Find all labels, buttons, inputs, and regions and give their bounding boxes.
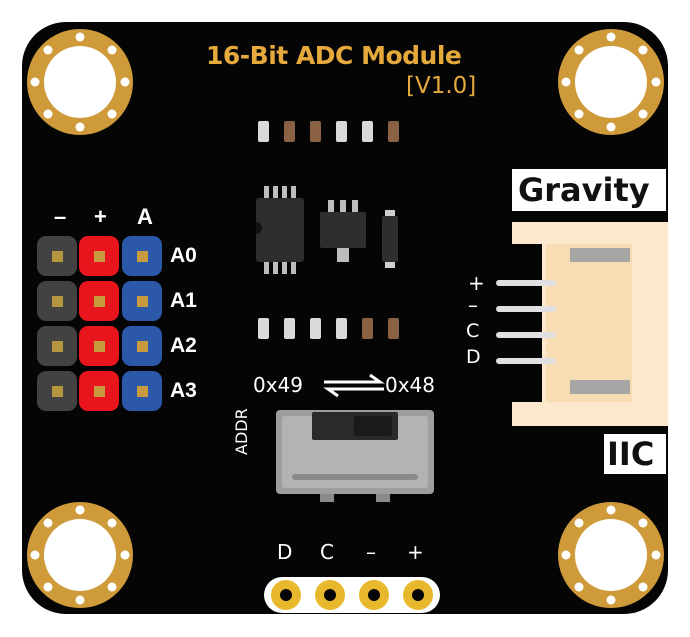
pin-signal-a0	[122, 236, 162, 276]
pin-vcc-a0	[79, 236, 119, 276]
pin-vcc-a2	[79, 326, 119, 366]
pin-vcc-a3	[79, 371, 119, 411]
address-left-label: 0x49	[253, 373, 304, 397]
adc-chip-icon	[256, 186, 398, 274]
row-label-a1: A1	[170, 289, 197, 312]
gravity-pin-plus: +	[468, 271, 485, 295]
gravity-connector-icon	[496, 222, 668, 426]
mounting-hole-top-left-icon	[27, 29, 133, 135]
iic-label: IIC	[604, 434, 666, 474]
board-version: [V1.0]	[406, 73, 477, 99]
pin-signal-a3	[122, 371, 162, 411]
gravity-pin-d: D	[466, 346, 481, 368]
header-label-analog: A	[137, 204, 153, 229]
row-label-a3: A3	[170, 379, 197, 402]
mounting-hole-bottom-right-icon	[558, 502, 664, 608]
address-right-label: 0x48	[385, 373, 436, 397]
mounting-hole-top-right-icon	[558, 29, 664, 135]
row-label-a0: A0	[170, 244, 197, 267]
pin-signal-a2	[122, 326, 162, 366]
pin-gnd-a0	[37, 236, 77, 276]
bottom-label-c: C	[320, 540, 334, 564]
pin-gnd-a3	[37, 371, 77, 411]
bottom-label-d: D	[277, 540, 293, 564]
addr-label: ADDR	[232, 408, 251, 455]
row-label-a2: A2	[170, 334, 197, 357]
bottom-pin-header-icon	[264, 577, 440, 613]
gravity-pin-minus: –	[468, 293, 478, 317]
bottom-label-plus: +	[407, 540, 424, 564]
bottom-label-minus: –	[366, 540, 376, 564]
pin-gnd-a2	[37, 326, 77, 366]
board-title: 16-Bit ADC Module	[206, 41, 462, 70]
gravity-label: Gravity	[512, 169, 666, 211]
pin-vcc-a1	[79, 281, 119, 321]
pin-gnd-a1	[37, 281, 77, 321]
gravity-pin-c: C	[466, 320, 480, 342]
header-label-plus: +	[94, 204, 107, 229]
header-label-minus: –	[54, 204, 67, 229]
mounting-hole-bottom-left-icon	[27, 502, 133, 608]
address-switch[interactable]	[272, 402, 442, 502]
pin-signal-a1	[122, 281, 162, 321]
swap-arrows-icon	[323, 373, 385, 398]
